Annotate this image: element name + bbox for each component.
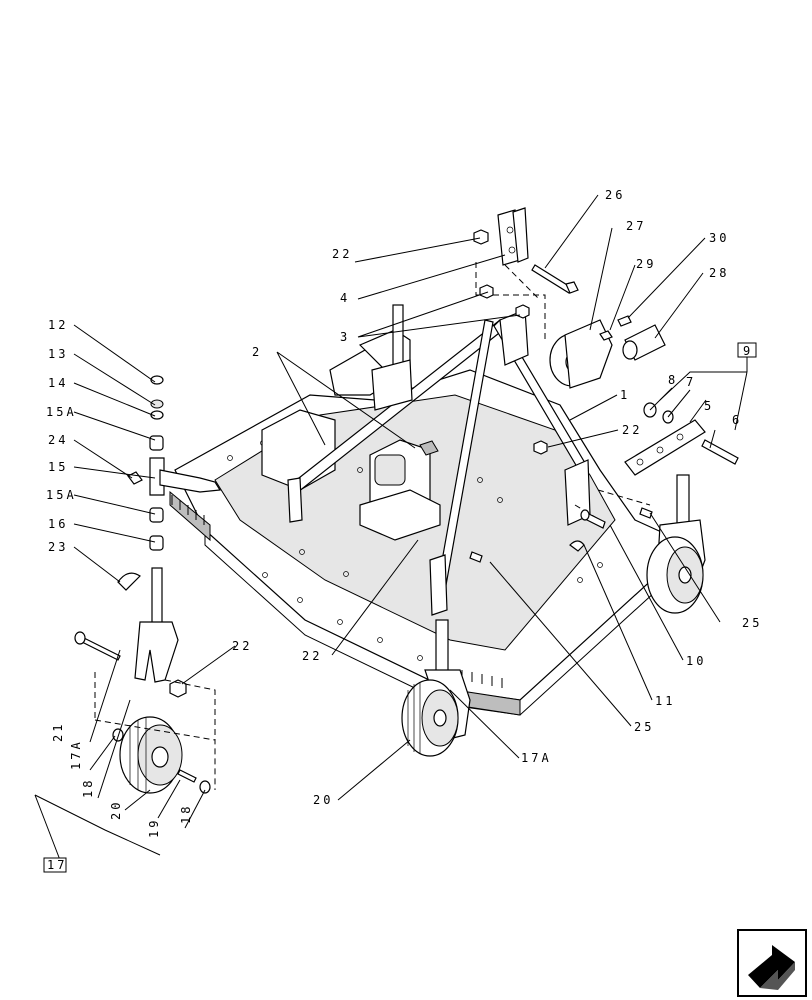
callout-6: 6 (732, 413, 742, 427)
callout-7: 7 (686, 375, 696, 389)
next-page-arrow-icon[interactable] (737, 929, 807, 997)
callout-2: 2 (252, 345, 262, 359)
rear-right-caster (646, 474, 706, 614)
callout-21: 21 (51, 722, 65, 742)
callout-8: 8 (668, 373, 678, 387)
rear-left-caster (371, 304, 413, 411)
callout-16: 16 (48, 517, 68, 531)
callout-18-left: 18 (81, 778, 95, 798)
pulley-assembly (549, 319, 613, 389)
callout-28: 28 (709, 266, 729, 280)
callout-9: 9 (743, 344, 753, 358)
callout-box-17 (43, 857, 67, 873)
callout-labels: 26 27 30 29 28 22 4 3 2 1 22 12 13 14 15… (46, 188, 762, 872)
bolt-30 (617, 315, 632, 327)
nut-22-left (169, 679, 187, 698)
callout-5: 5 (704, 399, 714, 413)
callout-17A-right: 17A (521, 751, 552, 765)
callout-26: 26 (605, 188, 625, 202)
link-assembly (624, 402, 739, 476)
left-caster-stack (117, 375, 222, 683)
callout-29: 29 (636, 257, 656, 271)
callout-20-left: 20 (109, 800, 123, 820)
callout-22-top: 22 (332, 247, 352, 261)
callout-19: 19 (147, 818, 161, 838)
callout-3: 3 (340, 330, 350, 344)
callout-22-left: 22 (232, 639, 252, 653)
washer-29 (599, 330, 613, 341)
gearbox (359, 439, 441, 541)
callout-10: 10 (686, 654, 706, 668)
callout-30: 30 (709, 231, 729, 245)
mower-deck (169, 329, 692, 716)
top-link-bracket (497, 207, 529, 266)
callout-15A-upper: 15A (46, 405, 77, 419)
callout-24: 24 (48, 433, 68, 447)
callout-20-right: 20 (313, 793, 333, 807)
callout-25-right: 25 (742, 616, 762, 630)
callout-1: 1 (620, 388, 630, 402)
a-frame-hitch (287, 309, 591, 616)
left-wheel-exploded (112, 716, 211, 794)
callout-13: 13 (48, 347, 68, 361)
callout-25-front: 25 (634, 720, 654, 734)
callout-14: 14 (48, 376, 68, 390)
right-front-caster (401, 619, 471, 757)
callout-15: 15 (48, 460, 68, 474)
callout-11: 11 (655, 694, 675, 708)
callout-box-9 (737, 342, 757, 358)
callout-17: 17 (47, 858, 67, 872)
callout-22-mid: 22 (622, 423, 642, 437)
callout-12: 12 (48, 318, 68, 332)
callout-27: 27 (626, 219, 646, 233)
bolt-26 (531, 264, 573, 294)
callout-15A-lower: 15A (46, 488, 77, 502)
shaft-28 (622, 324, 666, 361)
callout-18-right: 18 (179, 804, 193, 824)
callout-17A-left: 17A (69, 739, 83, 770)
callout-22-front: 22 (302, 649, 322, 663)
callout-23: 23 (48, 540, 68, 554)
leader-lines (34, 194, 748, 861)
callout-4: 4 (340, 291, 350, 305)
